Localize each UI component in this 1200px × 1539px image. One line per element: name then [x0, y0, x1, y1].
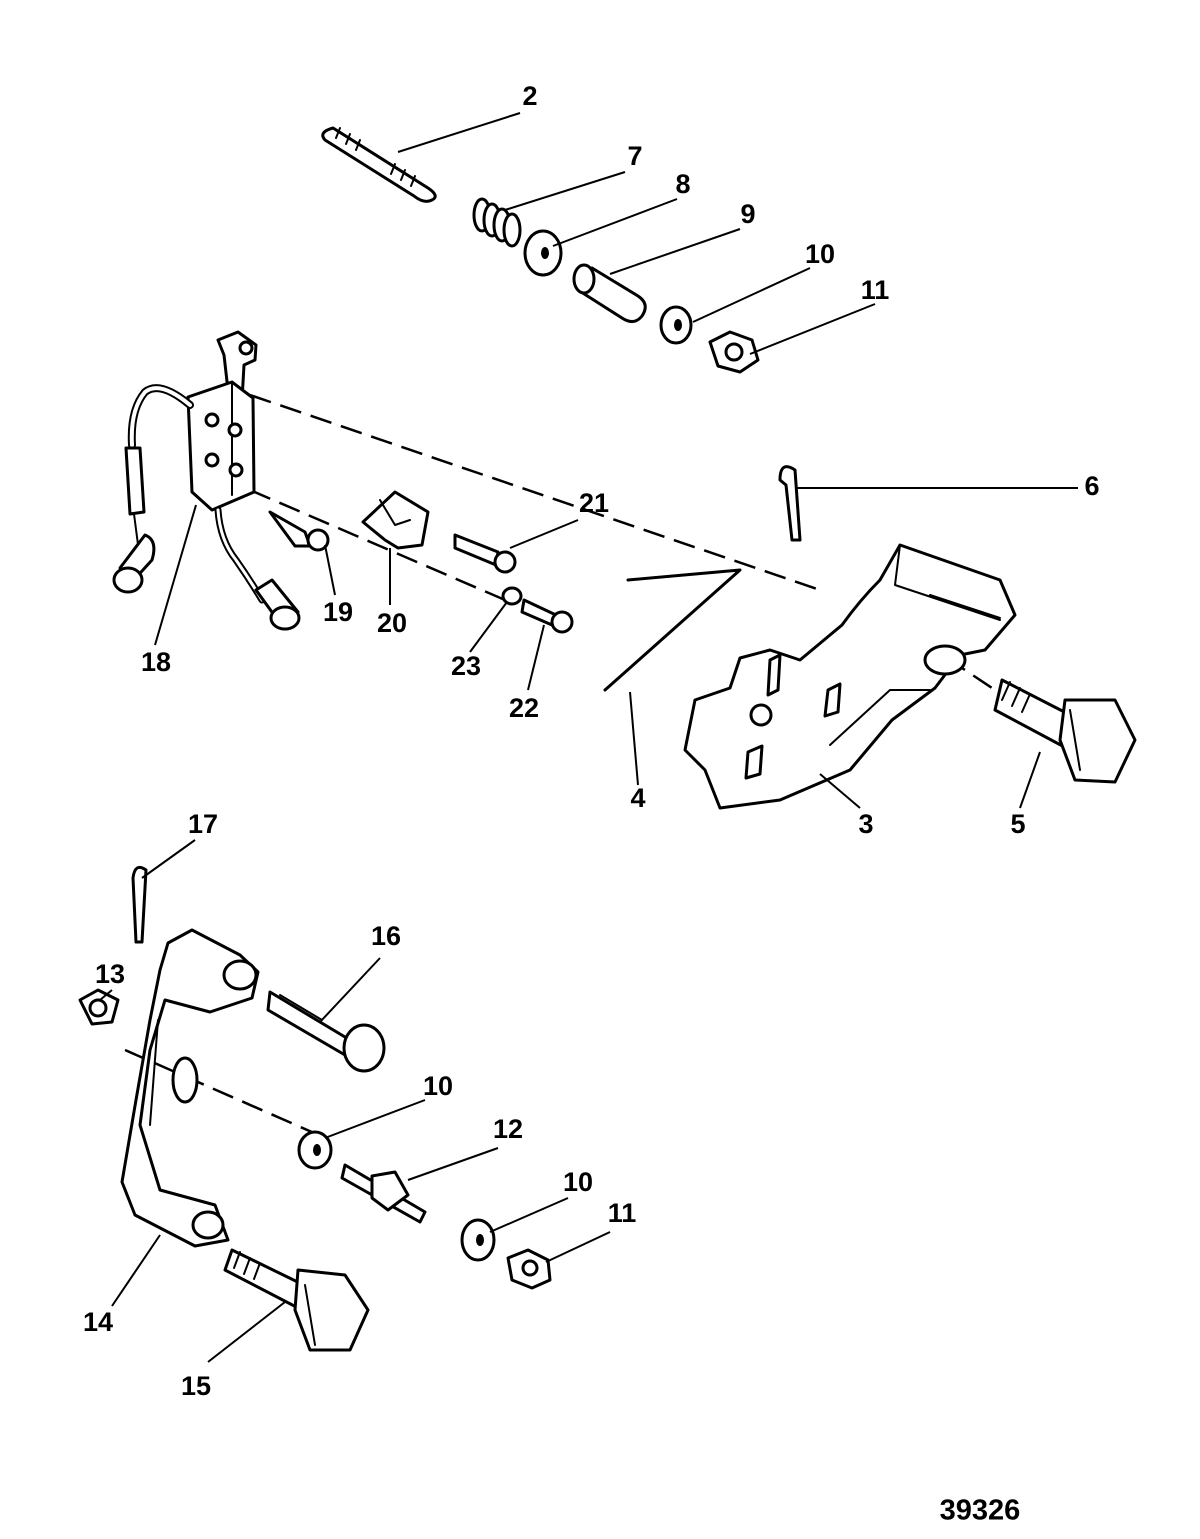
screw-part-22: [520, 598, 574, 634]
callout-label: 4: [630, 783, 645, 813]
spring-part: [472, 197, 522, 248]
bracket-part-3: [683, 543, 1017, 810]
washer-part-lower-2: [460, 1218, 496, 1262]
figure-id: 39326: [940, 1495, 1021, 1527]
locknut-part-upper: [708, 330, 760, 374]
callout-label: 10: [423, 1071, 453, 1101]
callout-label: 21: [579, 488, 609, 518]
callout-label: 11: [861, 275, 890, 305]
callout-label: 12: [493, 1114, 523, 1144]
callout-label: 9: [740, 199, 755, 229]
callout-label: 11: [608, 1198, 637, 1228]
switch-assembly-part: [112, 330, 301, 631]
callout-label: 22: [509, 693, 539, 723]
callout-label: 13: [95, 959, 125, 989]
locknut-part-lower: [506, 1248, 552, 1290]
callout-label: 16: [371, 921, 401, 951]
wire-part-4: [603, 568, 742, 692]
callout-label: 2: [522, 81, 537, 111]
callout-label: 20: [377, 608, 407, 638]
lever-part-14: [120, 928, 260, 1248]
leader-lines: [99, 112, 1078, 1363]
screw-part-21: [453, 533, 517, 574]
stud-part: [321, 126, 437, 203]
washer-part-23: [501, 586, 523, 606]
callout-label: 6: [1084, 471, 1099, 501]
cotter-pin-part-17: [131, 865, 148, 944]
callout-label: 3: [858, 809, 873, 839]
callout-label: 10: [805, 239, 835, 269]
callout-label: 10: [563, 1167, 593, 1197]
callout-label: 15: [181, 1371, 211, 1401]
washer-part-upper: [659, 305, 693, 345]
callout-label: 23: [451, 651, 481, 681]
bolt-part-5: [993, 678, 1137, 784]
callout-label: 19: [323, 597, 353, 627]
callout-label: 5: [1010, 809, 1025, 839]
callout-label: 8: [675, 169, 690, 199]
callout-label: 7: [627, 141, 642, 171]
stud-part-12: [340, 1163, 427, 1224]
bolt-part-15: [223, 1248, 370, 1352]
assembly-lines: [124, 393, 1011, 1142]
callout-label: 18: [141, 647, 171, 677]
callout-label: 14: [83, 1307, 113, 1337]
washer-part-lower-1: [297, 1130, 333, 1170]
screw-part-19: [268, 510, 330, 552]
clip-part-20: [361, 490, 430, 550]
pin-part-16: [266, 990, 386, 1073]
callout-label: 17: [188, 809, 218, 839]
callout-labels: 2 7 8 9 10 11 6 21 19 20 18 23 22 4 3 5 …: [83, 81, 1100, 1401]
sleeve-part: [572, 263, 647, 323]
cotter-pin-part-6: [778, 465, 802, 542]
washer-part: [523, 229, 563, 277]
pin-part-13: [78, 988, 120, 1026]
